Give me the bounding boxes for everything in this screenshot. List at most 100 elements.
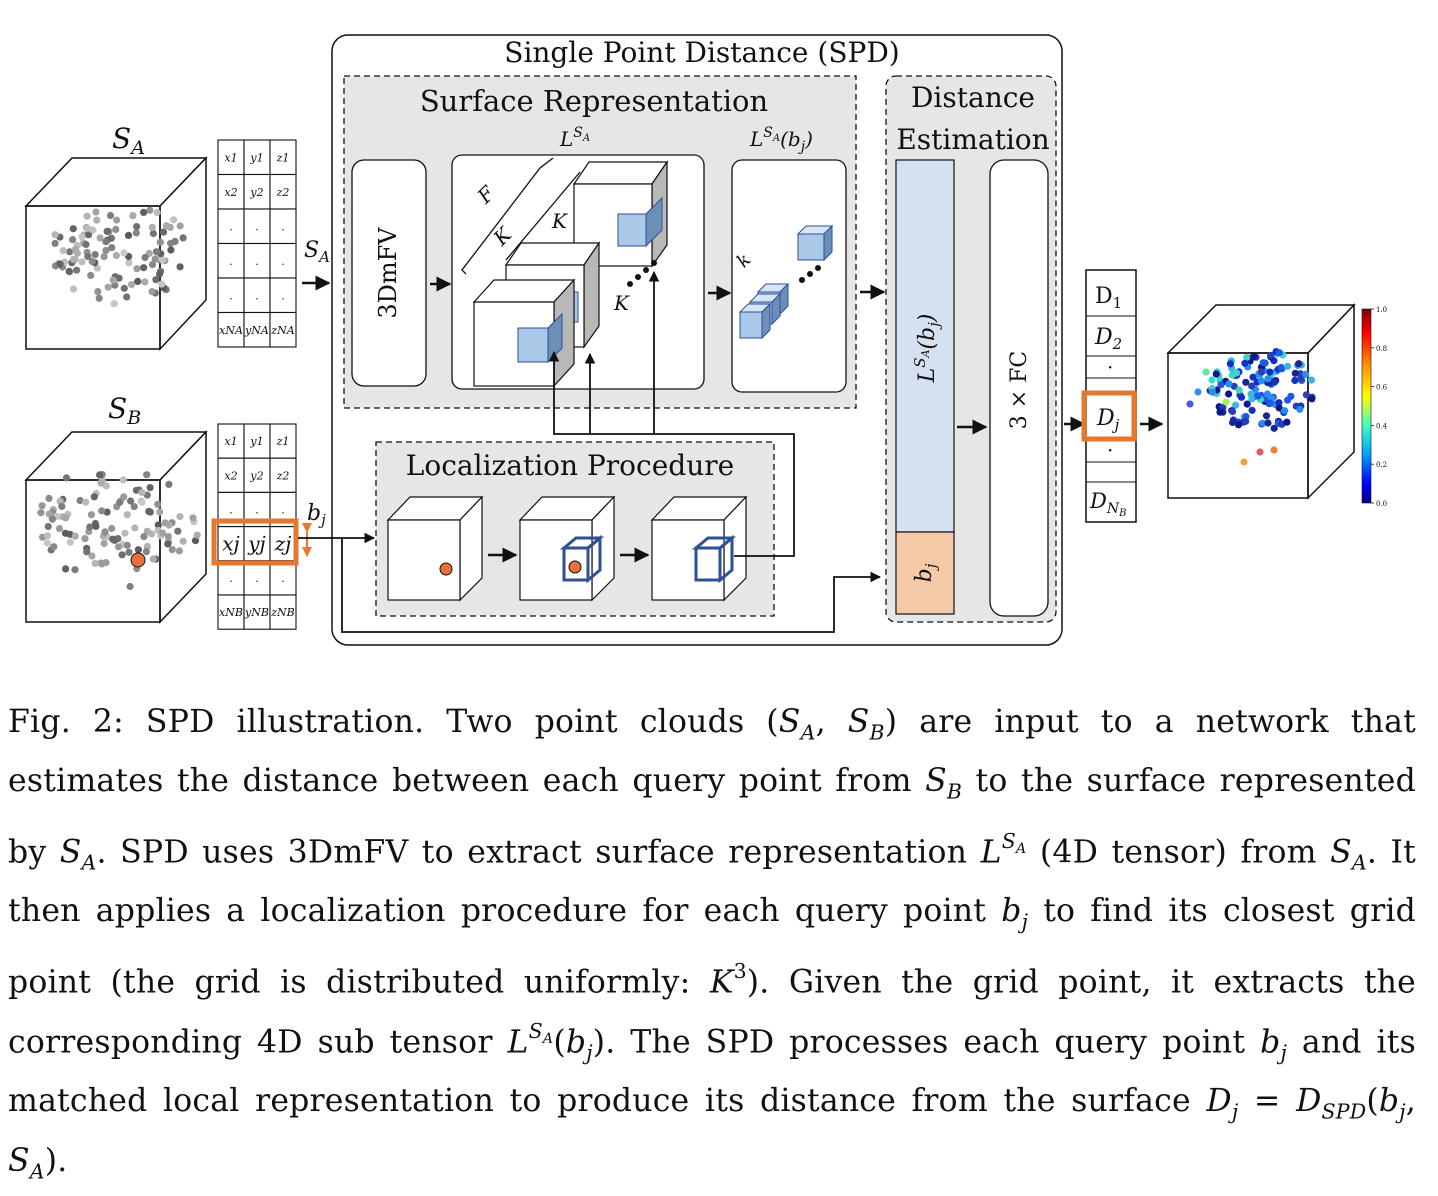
sb-point (164, 540, 172, 548)
table-a-cell-0-1: y1 (249, 151, 263, 164)
localization-title: Localization Procedure (406, 449, 734, 482)
result-point (1264, 419, 1272, 427)
sb-point (100, 539, 108, 548)
sa-point (167, 246, 175, 254)
table-b-cell-5-2: zNB (270, 606, 295, 619)
result-outlier-point (1222, 398, 1230, 406)
sa-point (125, 259, 133, 267)
result-outlier-point (1256, 448, 1264, 456)
local-sub-tensor-cubes (738, 224, 834, 340)
result-point (1225, 390, 1233, 398)
table-b-cell-0-2: z1 (276, 435, 290, 448)
result-point-cloud-cube (1166, 303, 1356, 500)
result-point (1217, 381, 1225, 389)
result-point (1225, 380, 1233, 388)
sb-point (43, 532, 52, 540)
colorbar-tick-label: 0.6 (1376, 384, 1388, 392)
sb-point-cloud-cube (24, 430, 208, 624)
sb-point (138, 488, 146, 496)
fc-label: 3 × FC (1007, 351, 1032, 430)
sa-point (102, 246, 110, 254)
sa-point (82, 240, 90, 248)
result-point (1232, 401, 1240, 409)
result-point (1226, 360, 1234, 368)
sa-point (102, 238, 110, 246)
result-point (1270, 424, 1278, 432)
table-a-cell-2-0: . (229, 220, 233, 233)
tensor-ellipsis-dots (627, 260, 657, 287)
result-point (1243, 353, 1251, 362)
table-b-cell-1-0: x2 (224, 469, 237, 482)
sb-point (62, 474, 71, 482)
result-point (1254, 392, 1262, 400)
sb-point (154, 500, 162, 508)
result-point (1275, 399, 1283, 407)
sa-point (95, 294, 103, 302)
output-dots-1: · (1107, 355, 1113, 379)
sb-point (110, 536, 118, 544)
sa-point (120, 284, 128, 292)
sa-point (140, 208, 148, 216)
result-point (1250, 353, 1258, 361)
table-a-cell-0-0: x1 (224, 151, 237, 164)
result-point (1275, 349, 1283, 357)
sb-point (62, 565, 70, 573)
sa-point (73, 266, 81, 274)
sb-point (143, 491, 151, 499)
table-b-cell-3-2: zj (274, 532, 292, 556)
sb-point (88, 552, 96, 560)
sa-point (129, 212, 137, 220)
query-point-bj (130, 552, 146, 568)
sa-point (51, 239, 59, 247)
sa-point (171, 237, 179, 245)
result-point (1284, 362, 1292, 370)
table-b-cell-0-0: x1 (224, 435, 237, 448)
sa-point (123, 293, 131, 301)
result-outlier-point (1186, 400, 1194, 408)
table-b-cell-2-2: . (281, 504, 285, 517)
sb-point (43, 539, 52, 547)
sb-point (90, 493, 98, 501)
query-bar (895, 531, 955, 615)
result-point (1278, 365, 1286, 373)
sa-point (112, 225, 120, 233)
sa-point (104, 283, 112, 291)
sa-point (51, 231, 59, 239)
colorbar-tick-label: 0.4 (1376, 422, 1388, 430)
sa-point (158, 280, 166, 288)
sb-point (121, 529, 129, 537)
sb-label: SB (108, 392, 141, 429)
result-point (1242, 417, 1250, 425)
table-b-cell-5-0: xNB (219, 606, 243, 619)
result-outlier-point (1270, 446, 1278, 454)
sb-point (61, 529, 70, 537)
sa-point (91, 251, 99, 259)
sb-point (125, 548, 133, 556)
table-a-cell-4-2: . (281, 289, 285, 302)
result-point (1264, 375, 1272, 383)
feature-bar (895, 159, 955, 533)
result-point (1302, 370, 1310, 378)
table-a-cell-2-1: . (255, 220, 259, 233)
sb-point (161, 519, 169, 527)
sa-point (148, 288, 156, 296)
colorbar-tick-label: 0.8 (1376, 345, 1387, 353)
localization-cube-2 (518, 495, 616, 602)
sb-point (191, 537, 200, 545)
sa-point (96, 234, 104, 242)
sb-point (165, 480, 173, 488)
sa-point (152, 248, 161, 256)
result-outlier-point (1194, 388, 1202, 396)
sa-point (156, 270, 164, 278)
sb-point (115, 543, 123, 551)
sb-point (138, 498, 146, 506)
sb-point (149, 555, 157, 563)
spd-container (331, 34, 1063, 646)
table-b-cell-3-0: xj (222, 532, 239, 556)
sb-point (55, 524, 64, 533)
sb-point (176, 513, 184, 521)
table-a-cell-3-2: . (281, 255, 285, 268)
localization-cube-1 (386, 495, 484, 602)
sb-point (127, 497, 135, 505)
